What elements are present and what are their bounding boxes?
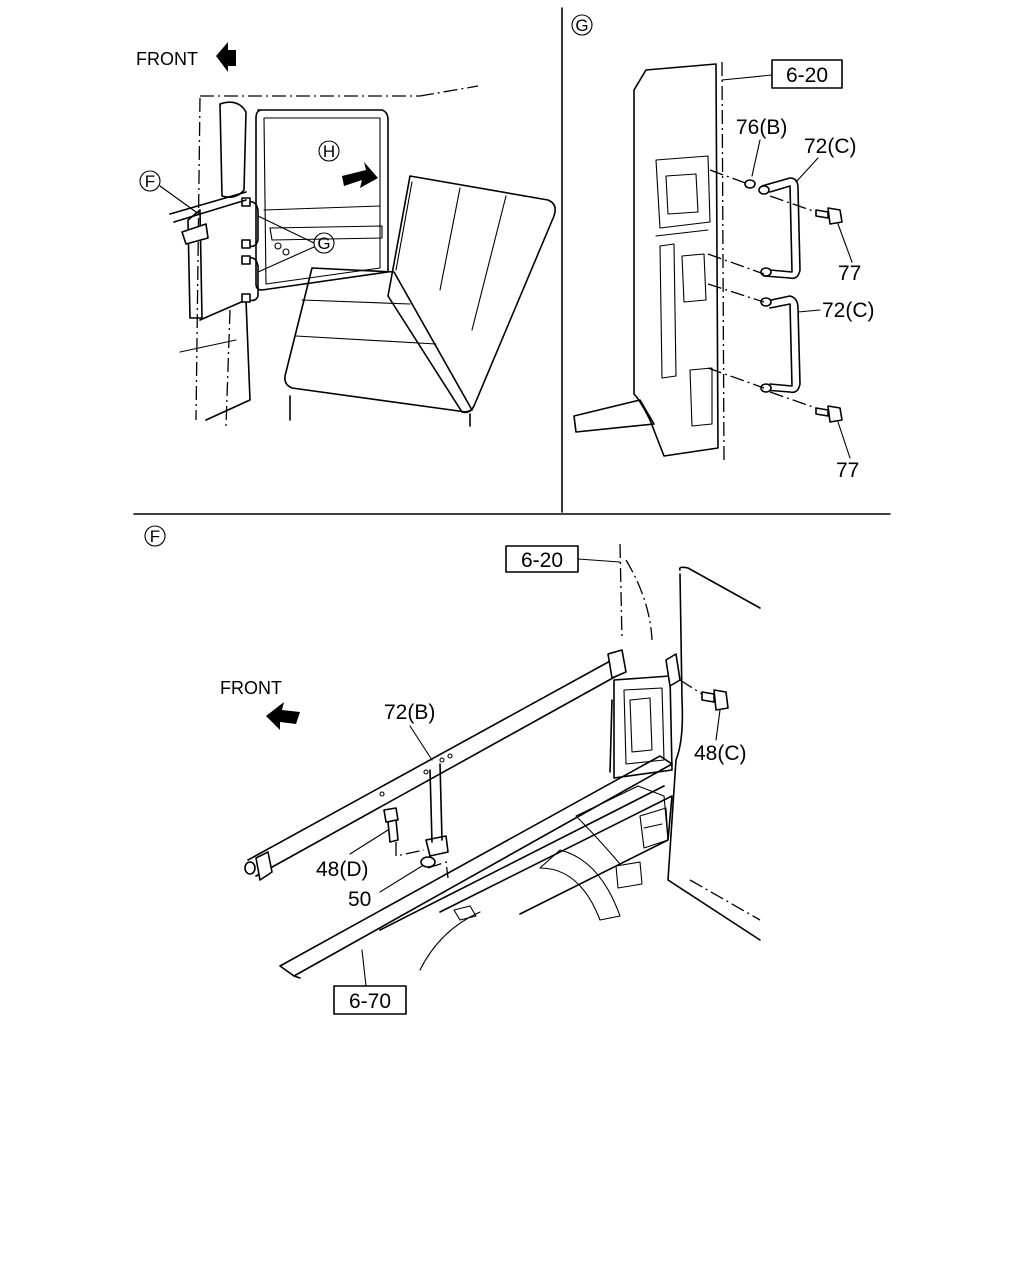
svg-text:H: H [323,142,335,161]
svg-text:6-20: 6-20 [786,64,828,87]
ref-box-6-20-g: 6-20 [721,59,843,89]
rear-pillar [633,63,719,457]
label-72c-top: 72(C) [804,135,857,158]
seat-cushion [284,267,473,413]
svg-text:F: F [150,527,160,546]
bolt-77-bottom-icon [815,405,843,423]
label-48d: 48(D) [316,858,369,881]
h-arrow-icon [342,162,378,188]
detail-g-title: G [571,14,593,36]
callout-g: G [257,215,335,273]
svg-text:6-70: 6-70 [349,990,391,1013]
detail-f-front-label: FRONT [220,678,282,698]
ref-box-6-70: 6-70 [333,949,407,1015]
svg-text:F: F [145,172,155,191]
detail-f-panel: F FRONT [144,525,761,1015]
ref-box-6-20-f: 6-20 [505,545,621,573]
label-72b: 72(B) [384,701,435,724]
seat-backrest [387,175,556,414]
svg-text:6-20: 6-20 [521,549,563,572]
svg-text:G: G [317,234,330,253]
bolt-48d-icon [383,807,399,843]
callout-h: H [318,140,340,162]
label-48c: 48(C) [694,742,747,765]
callout-f: F [139,170,197,213]
label-77-top: 77 [838,262,861,285]
overview-front-label: FRONT [136,49,198,69]
label-50: 50 [348,888,371,911]
floor-sill [279,755,673,977]
front-arrow-icon [216,42,236,72]
bolt-77-top-icon [815,207,843,225]
detail-f-title: F [144,525,166,547]
label-77-bottom: 77 [836,459,859,482]
label-72c-bottom: 72(C) [822,299,875,322]
rail-72c-top [761,177,801,280]
strap-72b [247,659,613,861]
overview-panel: FRONT [136,42,556,427]
front-arrow-f-icon [266,702,300,730]
cab-corner-structure [678,566,761,609]
washer-50-icon [420,856,436,868]
cab-back-wall [255,109,389,291]
detail-g-panel: G [571,14,875,482]
svg-text:G: G [575,16,588,35]
label-76b: 76(B) [736,116,787,139]
rail-72c-bottom [761,295,801,394]
bolt-48c-icon [701,689,729,711]
